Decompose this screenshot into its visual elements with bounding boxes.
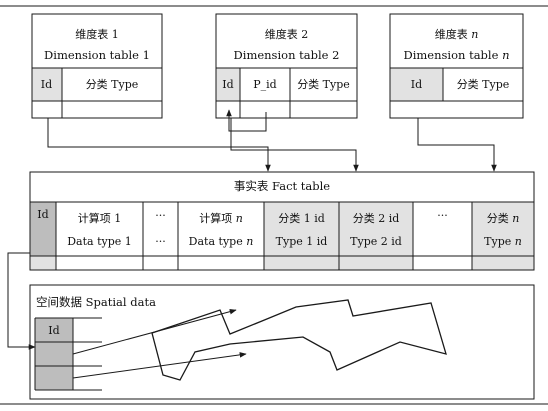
spatial-arrow-2 [72,352,247,379]
fact-col-3-top: 计算项 n [199,212,243,225]
spatial-data-box [0,284,548,405]
dim2-col-pid: P_id [253,78,277,91]
fact-col-5-bottom: Type 2 id [350,235,402,248]
dimension-table-2-box [215,13,358,119]
fact-col-7-bottom: Type n [484,235,522,248]
connector-dim2-to-type2 [230,118,359,172]
dim2-col-id: Id [222,78,234,91]
spatial-arrow-1 [72,308,237,355]
fact-table-box [29,171,535,271]
connector-dimn-to-typen [417,118,497,172]
dimn-title-en: Dimension table n [403,48,510,62]
dimension-table-1-box [31,13,163,119]
fact-col-id: Id [37,208,49,221]
fact-col-3-bottom: Data type n [188,235,254,248]
fact-table-title: 事实表 Fact table [233,179,331,193]
dim1-title-en: Dimension table 1 [44,48,150,62]
dimn-col-type: 分类 Type [456,78,510,91]
dimn-col-id: Id [410,78,423,91]
dim1-title-cn: 维度表 1 [75,28,119,41]
fact-col-7-top: 分类 n [486,212,520,225]
dim1-col-type: 分类 Type [85,78,139,91]
dim1-col-id: Id [40,78,53,91]
connector-dim2-self-ref [226,109,267,132]
dim2-title-cn: 维度表 2 [264,28,309,41]
fact-col-2-bottom: ··· [155,235,166,248]
dim2-col-type: 分类 Type [297,78,350,91]
spatial-title: 空间数据 Spatial data [36,295,156,309]
connector-dim1-to-type1 [47,118,271,172]
spatial-col-id: Id [48,324,60,337]
dimn-title-cn: 维度表 n [434,28,479,41]
fact-col-6-top: ··· [437,209,448,222]
connector-fact-to-spatial [7,252,36,350]
dim2-title-en: Dimension table 2 [233,48,340,62]
fact-col-5-top: 分类 2 id [352,212,400,225]
dimension-table-n-box [389,13,524,119]
fact-col-1-top: 计算项 1 [77,212,122,225]
fact-col-1-bottom: Data type 1 [67,235,132,248]
fact-col-2-top: ··· [155,209,166,222]
fact-col-4-top: 分类 1 id [278,212,325,225]
fact-col-4-bottom: Type 1 id [275,235,328,248]
spatial-polygon-shape [151,299,447,381]
